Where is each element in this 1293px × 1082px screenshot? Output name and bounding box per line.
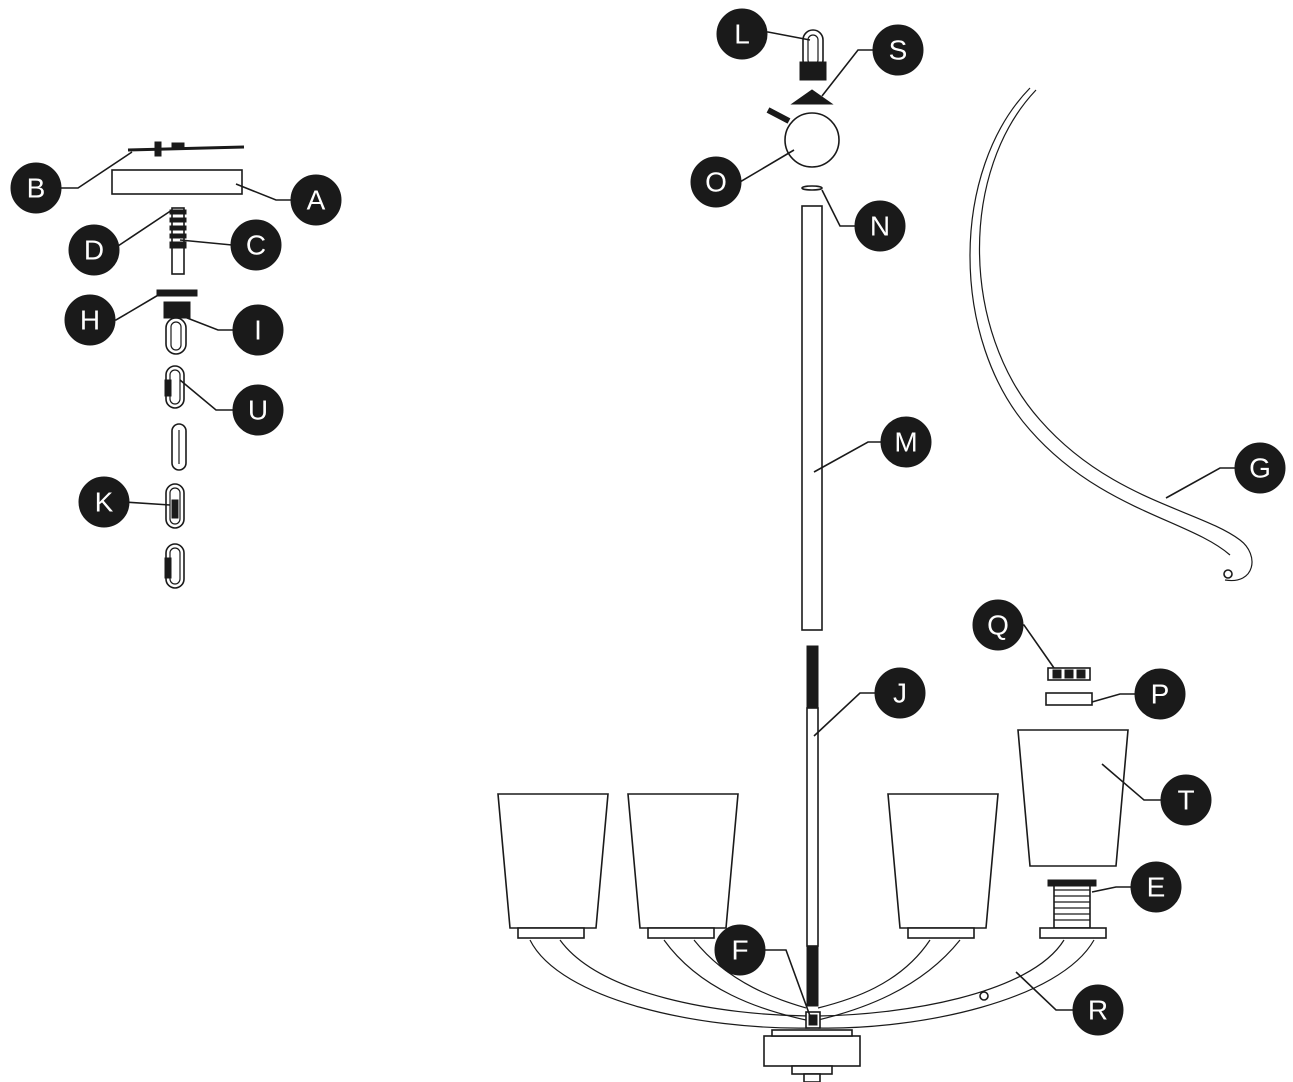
- callout-g: G: [1234, 442, 1286, 494]
- callout-k: K: [78, 476, 130, 528]
- svg-text:I: I: [254, 315, 262, 346]
- part-top-loop: [799, 29, 827, 81]
- part-chain: [164, 365, 187, 589]
- callout-n: N: [854, 200, 906, 252]
- svg-text:D: D: [84, 235, 104, 266]
- svg-text:P: P: [1151, 679, 1170, 710]
- callout-i: I: [232, 304, 284, 356]
- part-ring: [156, 289, 198, 297]
- callout-o: O: [690, 156, 742, 208]
- callout-q: Q: [972, 599, 1024, 651]
- svg-text:E: E: [1147, 872, 1166, 903]
- callout-m: M: [880, 416, 932, 468]
- svg-text:F: F: [731, 935, 748, 966]
- callout-f: F: [714, 924, 766, 976]
- callout-l: L: [716, 8, 768, 60]
- callout-a: A: [290, 174, 342, 226]
- svg-text:A: A: [307, 185, 326, 216]
- svg-text:R: R: [1088, 995, 1108, 1026]
- part-ball: [766, 107, 840, 168]
- stem-assembly: [766, 29, 840, 1007]
- part-cap: [790, 89, 834, 105]
- svg-text:U: U: [248, 395, 268, 426]
- part-spacer: [1045, 692, 1093, 706]
- svg-text:H: H: [80, 305, 100, 336]
- callout-t: T: [1160, 774, 1212, 826]
- svg-text:N: N: [870, 211, 890, 242]
- svg-text:T: T: [1177, 785, 1194, 816]
- callout-b: B: [10, 162, 62, 214]
- svg-text:M: M: [894, 427, 917, 458]
- callout-r: R: [1072, 984, 1124, 1036]
- svg-text:G: G: [1249, 453, 1271, 484]
- callout-j: J: [874, 667, 926, 719]
- callout-s: S: [872, 24, 924, 76]
- callouts: B A C D H I U K L S O N M J G Q P T E F …: [10, 8, 1286, 1036]
- part-shade: [1017, 729, 1129, 867]
- svg-text:Q: Q: [987, 610, 1009, 641]
- callout-u: U: [232, 384, 284, 436]
- svg-text:K: K: [95, 487, 114, 518]
- part-threaded-rod: [806, 645, 819, 1007]
- canopy-assembly: [111, 141, 245, 589]
- part-stem: [801, 205, 823, 631]
- part-arm-hook: [969, 87, 1253, 582]
- part-canopy: [111, 169, 243, 195]
- svg-text:B: B: [27, 173, 46, 204]
- fixture-body: [497, 793, 1107, 1082]
- svg-text:C: C: [246, 230, 266, 261]
- svg-text:S: S: [889, 35, 908, 66]
- svg-text:L: L: [734, 19, 750, 50]
- callout-p: P: [1134, 668, 1186, 720]
- callout-h: H: [64, 294, 116, 346]
- part-mounting-plate: [127, 141, 245, 157]
- callout-e: E: [1130, 861, 1182, 913]
- part-socket: [1047, 879, 1097, 929]
- callout-c: C: [230, 219, 282, 271]
- part-canopy-loop: [163, 301, 191, 355]
- part-ring-nut: [1047, 667, 1091, 681]
- svg-text:J: J: [893, 678, 907, 709]
- svg-text:O: O: [705, 167, 727, 198]
- callout-d: D: [68, 224, 120, 276]
- part-washer: [801, 185, 823, 191]
